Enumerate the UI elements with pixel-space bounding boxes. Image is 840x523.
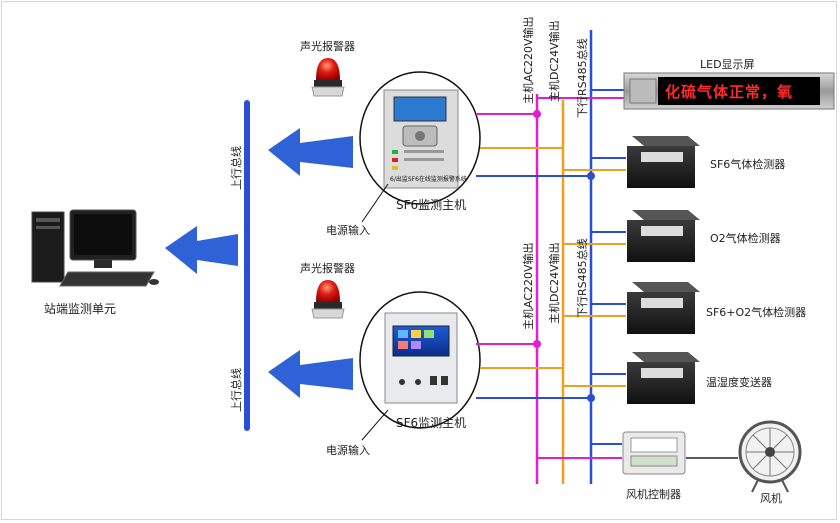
device-feed-lines bbox=[537, 157, 738, 459]
power-input-label-top: 电源输入 bbox=[326, 224, 370, 237]
rs485-label-top: 下行RS485总线 bbox=[576, 38, 589, 118]
led-display-label: LED显示屏 bbox=[700, 58, 755, 71]
led-display-text: 化硫气体正常，氧 bbox=[665, 83, 794, 101]
device-box-sf6 bbox=[627, 136, 700, 188]
upper-bus-label-top: 上行总线 bbox=[230, 146, 243, 190]
alarm-beacon-top-icon bbox=[311, 58, 345, 97]
fan-label: 风机 bbox=[760, 492, 782, 505]
device-box-temp-humidity bbox=[627, 352, 700, 404]
junction-top-rs485 bbox=[587, 172, 595, 180]
power-leader-top bbox=[361, 183, 389, 223]
power-leader-bottom bbox=[361, 409, 389, 441]
power-input-label-bottom: 电源输入 bbox=[326, 444, 370, 457]
junction-top-ac bbox=[533, 110, 541, 118]
alarm-label-top: 声光报警器 bbox=[300, 40, 355, 53]
junction-bottom-rs485 bbox=[587, 394, 595, 402]
device-label-temp-humidity: 温湿度变送器 bbox=[706, 376, 772, 389]
arrow-bus-to-workstation bbox=[165, 226, 238, 274]
device-label-o2: O2气体检测器 bbox=[710, 232, 781, 245]
junction-bottom-ac bbox=[533, 340, 541, 348]
alarm-beacon-bottom-icon bbox=[311, 280, 345, 319]
top-host-device bbox=[383, 89, 459, 189]
ac220-label-top: 主机AC220V输出 bbox=[522, 16, 535, 104]
dc24-label-bottom: 主机DC24V输出 bbox=[548, 242, 561, 324]
fan-controller-device bbox=[622, 431, 686, 475]
upper-bus-label-bottom: 上行总线 bbox=[230, 368, 243, 412]
led-display-device bbox=[623, 72, 835, 110]
arrow-bottom-host-to-bus bbox=[268, 350, 353, 398]
device-label-fan-controller: 风机控制器 bbox=[626, 488, 681, 501]
fan-icon bbox=[738, 420, 802, 493]
rs485-label-bottom: 下行RS485总线 bbox=[576, 238, 589, 318]
host-label-top: SF6监测主机 bbox=[396, 198, 467, 212]
alarm-label-bottom: 声光报警器 bbox=[300, 262, 355, 275]
dc24-label-top: 主机DC24V输出 bbox=[548, 20, 561, 102]
workstation-label: 站端监测单元 bbox=[44, 302, 117, 316]
device-box-o2 bbox=[627, 210, 700, 262]
device-label-sf6-o2: SF6+O2气体检测器 bbox=[706, 306, 807, 319]
device-label-sf6: SF6气体检测器 bbox=[710, 158, 786, 171]
ac220-label-bottom: 主机AC220V输出 bbox=[522, 242, 535, 330]
host-label-bottom: SF6监测主机 bbox=[396, 416, 467, 430]
bottom-host-device bbox=[384, 312, 458, 404]
top-host-panel-text: 6/出监SF6在线监测报警系统 bbox=[390, 176, 467, 183]
arrow-top-host-to-bus bbox=[268, 128, 353, 176]
device-box-sf6-o2 bbox=[627, 282, 700, 334]
workstation-computer-icon bbox=[31, 209, 159, 287]
